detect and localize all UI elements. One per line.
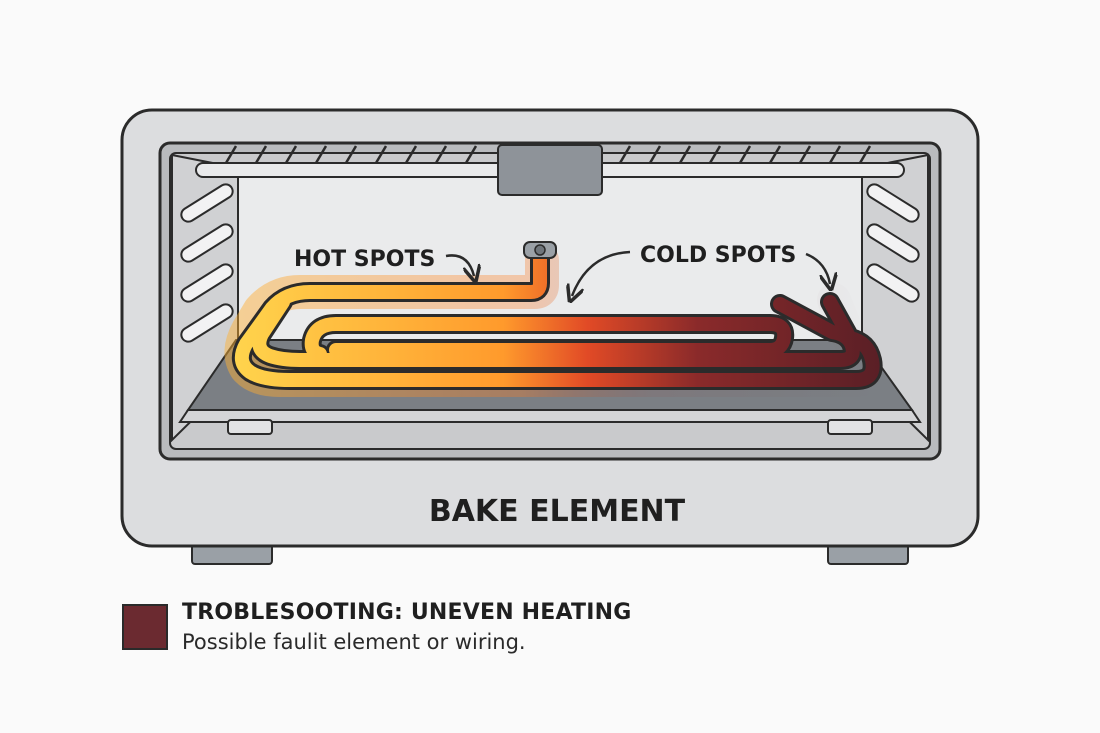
hot-spots-arrow	[445, 254, 474, 276]
cold-spots-arrow-right	[805, 252, 830, 284]
legend-text: TROBLESOOTING: UNEVEN HEATING Possible f…	[182, 598, 632, 656]
bake-element	[234, 251, 880, 387]
legend-description: Possible faulit element or wiring.	[182, 630, 526, 654]
top-rack	[195, 144, 905, 196]
bake-element-label: BAKE ELEMENT	[429, 494, 686, 529]
legend-title: TROBLESOOTING: UNEVEN HEATING	[182, 600, 632, 625]
cold-spots-label: COLD SPOTS	[640, 243, 796, 268]
cold-spots-arrow-left	[572, 250, 631, 296]
element-terminal	[523, 241, 557, 259]
color-swatch-icon	[122, 604, 168, 650]
hot-spots-label: HOT SPOTS	[294, 247, 435, 272]
rack-slots-right	[866, 183, 920, 303]
rack-slots-left	[180, 183, 234, 343]
legend: TROBLESOOTING: UNEVEN HEATING Possible f…	[122, 598, 632, 656]
